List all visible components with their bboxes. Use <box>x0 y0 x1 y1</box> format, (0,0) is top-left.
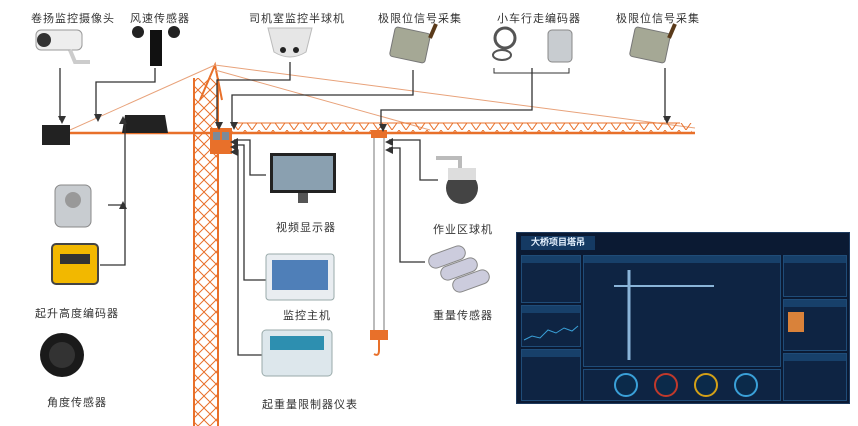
dashboard-panel-info <box>521 255 581 303</box>
angle-sensor-label: 角度传感器 <box>47 396 107 409</box>
anemometer-icon <box>132 26 180 66</box>
limit-signal-left-label: 极限位信号采集 <box>378 12 462 25</box>
hoist-camera-label: 卷扬监控摄像头 <box>31 12 115 25</box>
dashboard-panel-status <box>521 349 581 401</box>
trolley-encoder-label: 小车行走编码器 <box>497 12 581 25</box>
dashboard-panel-alarms <box>783 353 847 401</box>
monitor-host-label: 监控主机 <box>283 309 331 322</box>
hoist-camera-icon <box>35 29 90 64</box>
video-display-icon <box>270 153 336 203</box>
load-limiter-meter-icon <box>261 329 333 377</box>
angle-sensor-icon <box>40 333 84 377</box>
limit-switch-right-icon <box>629 23 677 64</box>
load-sensor-label: 重量传感器 <box>433 309 493 322</box>
dome-camera-icon <box>267 27 313 58</box>
trolley-encoder-icon <box>492 26 573 74</box>
hoist-height-encoder-label: 起升高度编码器 <box>35 307 119 320</box>
limit-switch-left-icon <box>389 23 438 64</box>
dashboard-title: 大桥项目塔吊 <box>521 236 595 250</box>
signal-arrows <box>58 62 671 356</box>
rotary-encoder-icon <box>54 184 92 228</box>
monitoring-dashboard-screenshot: 大桥项目塔吊 <box>516 232 850 404</box>
video-display-label: 视频显示器 <box>276 221 336 234</box>
tower-mast <box>193 61 223 426</box>
dashboard-panel-crane-view <box>583 255 781 367</box>
dashboard-panel-video <box>783 255 847 297</box>
cab-dome-camera-label: 司机室监控半球机 <box>249 12 345 25</box>
dashboard-panel-chart <box>521 305 581 347</box>
counterweight-left <box>42 125 70 145</box>
limit-signal-right-label: 极限位信号采集 <box>616 12 700 25</box>
trolley-hook <box>370 130 388 356</box>
counterweight-right <box>122 115 168 133</box>
work-area-ptz-label: 作业区球机 <box>433 223 493 236</box>
dashboard-panel-gauges <box>583 369 781 401</box>
operator-cab <box>210 128 232 154</box>
height-encoder-icon <box>51 243 99 285</box>
dashboard-panel-operator <box>783 299 847 351</box>
monitor-host-icon <box>265 253 335 301</box>
ptz-camera-icon <box>436 156 478 204</box>
wind-sensor-label: 风速传感器 <box>130 12 190 25</box>
load-sensor-icon <box>428 245 490 293</box>
load-limiter-meter-label: 起重量限制器仪表 <box>262 398 358 411</box>
